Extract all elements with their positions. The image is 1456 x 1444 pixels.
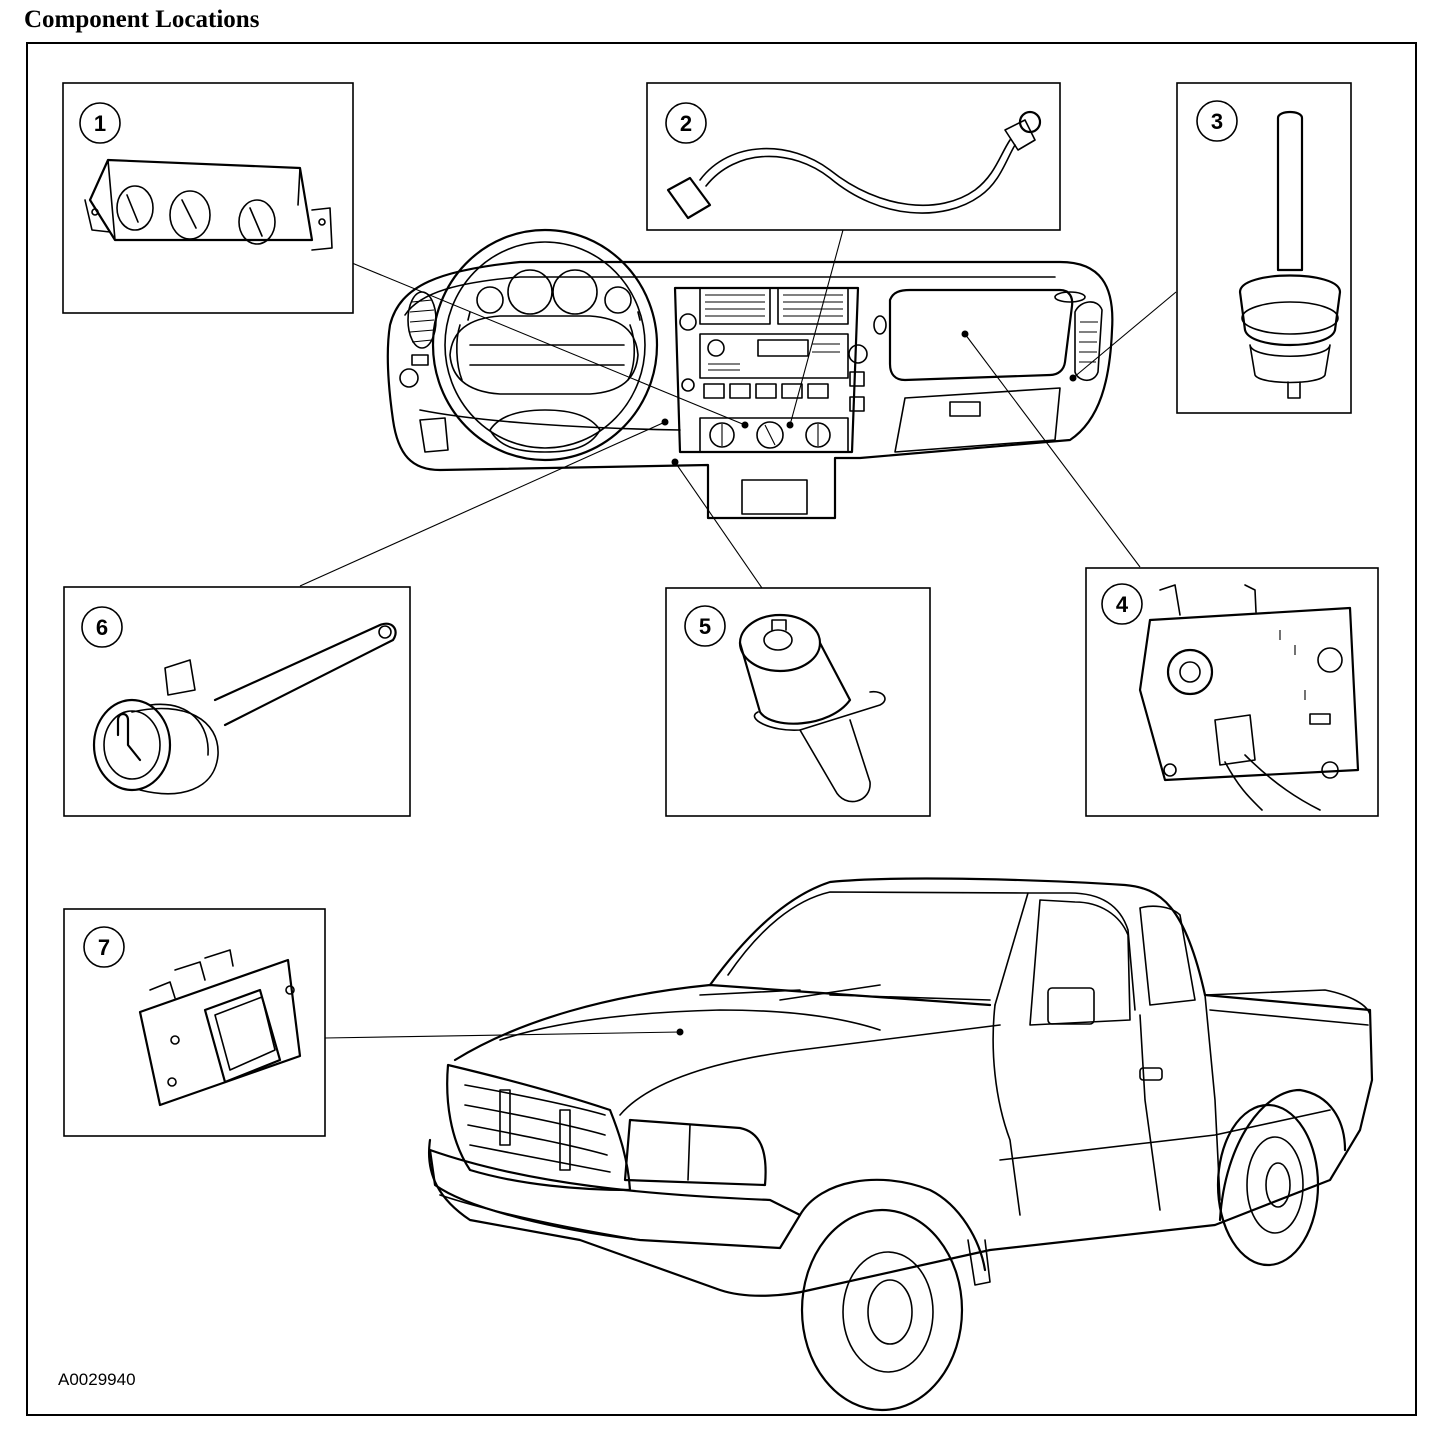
component-box-3: 3 bbox=[1176, 82, 1352, 414]
callout-5: 5 bbox=[699, 614, 711, 639]
component-box-2: 2 bbox=[646, 82, 1061, 231]
callout-7: 7 bbox=[98, 935, 110, 960]
callout-4: 4 bbox=[1116, 592, 1129, 617]
callout-3: 3 bbox=[1211, 109, 1223, 134]
callout-6: 6 bbox=[96, 615, 108, 640]
callout-2: 2 bbox=[680, 111, 692, 136]
callout-1: 1 bbox=[94, 111, 106, 136]
component-box-7: 7 bbox=[63, 908, 326, 1137]
component-box-6: 6 bbox=[63, 586, 411, 817]
outer-frame bbox=[26, 42, 1417, 1416]
figure-id: A0029940 bbox=[58, 1370, 136, 1389]
instrument-panel-illustration bbox=[386, 228, 1114, 520]
page-title: Component Locations bbox=[24, 6, 260, 33]
component-box-4: 4 bbox=[1085, 567, 1379, 817]
component-box-5: 5 bbox=[665, 587, 931, 817]
pickup-truck-illustration bbox=[428, 877, 1374, 1412]
component-box-1: 1 bbox=[62, 82, 354, 314]
